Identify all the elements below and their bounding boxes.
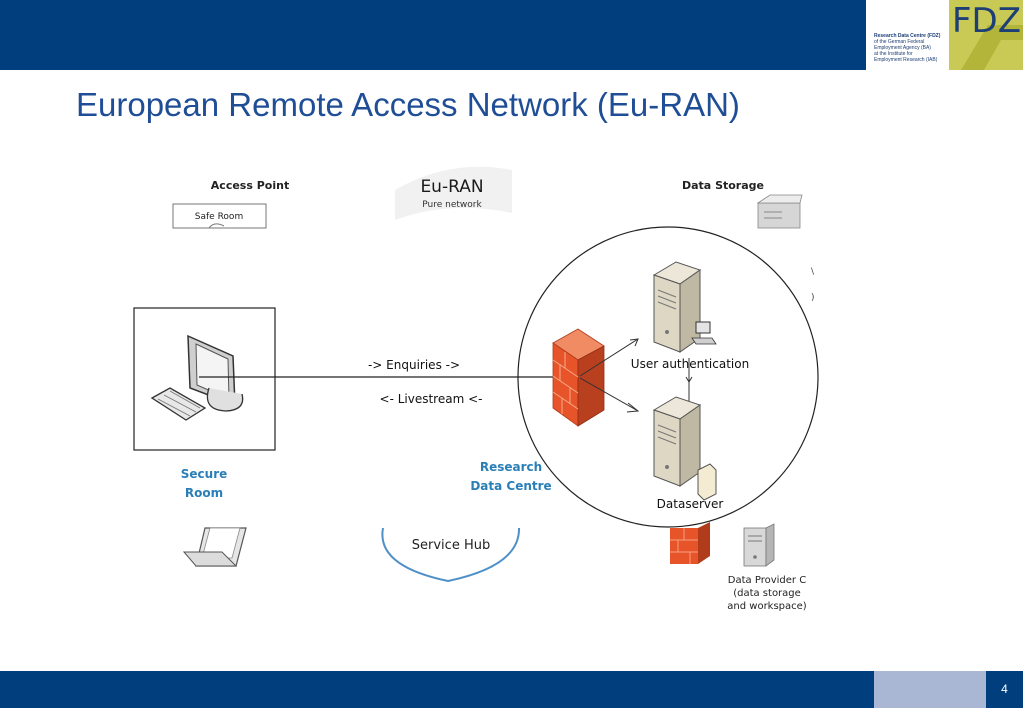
arrow-to-dataserver (579, 377, 639, 412)
auth-server-icon (652, 261, 717, 353)
secure-room-line-1: Secure (181, 467, 228, 481)
background-top-strip: Access Point Eu-RAN Pure network Data St… (172, 166, 803, 229)
enquiries-label: -> Enquiries -> (368, 358, 460, 372)
logo-line: Employment Research (IAB) (874, 57, 938, 63)
safe-room-label: Safe Room (195, 212, 243, 222)
fdz-logo-mark: FDZ (949, 0, 1023, 70)
livestream-label: <- Livestream <- (380, 392, 483, 406)
eu-ran-swoosh (395, 166, 512, 220)
provider-c-line-1: Data Provider C (728, 575, 806, 586)
provider-c-line-2: (data storage (733, 588, 801, 599)
fdz-logo-caption: Research Data Centre (FDZ) of the German… (874, 33, 970, 63)
pure-network-label: Pure network (422, 200, 482, 210)
arrow-head-dataserver (626, 402, 640, 413)
firewall-icon (552, 328, 605, 427)
user-authentication-label: User authentication (631, 357, 749, 371)
desktop-computer-icon (150, 334, 244, 421)
header-bar (0, 0, 866, 70)
dataserver-label: Dataserver (657, 497, 724, 511)
footer-accent (874, 671, 986, 708)
right-fragment-a: \ (811, 267, 815, 277)
fdz-logo: FDZ Research Data Centre (FDZ) of the Ge… (866, 0, 1023, 70)
provider-c-server-icon (743, 523, 775, 567)
fdz-logo-letters: FDZ (952, 1, 1021, 41)
safe-room-icon (208, 223, 225, 229)
eu-ran-label: Eu-RAN (420, 177, 483, 197)
service-hub-ellipse (381, 527, 521, 583)
background-bottom-strip: Service Hub Data Provider C (data storag… (182, 522, 807, 612)
background-diagram: Access Point Eu-RAN Pure network Data St… (172, 166, 815, 612)
research-dc-line-1: Research (480, 460, 542, 474)
page-number: 4 (986, 671, 1023, 708)
logo-line: at the Institute for (874, 51, 913, 57)
auth-terminal-icon (695, 321, 711, 334)
provider-firewall-icon (670, 522, 710, 564)
research-dc-line-2: Data Centre (470, 479, 551, 493)
overlay-diagram: -> Enquiries -> <- Livestream <- (133, 226, 819, 528)
data-storage-label: Data Storage (682, 179, 764, 192)
server-link-arrow (685, 376, 693, 383)
logo-line: Employment Agency (BA) (874, 45, 931, 51)
arrow-head-auth (629, 338, 639, 347)
secure-room-line-2: Room (185, 486, 223, 500)
data-file-icon (697, 463, 717, 501)
footer-bar (0, 671, 874, 708)
laptop-icon (182, 527, 247, 567)
logo-line: Research Data Centre (FDZ) (874, 33, 941, 39)
arrow-to-auth-server (579, 338, 639, 377)
access-point-label: Access Point (211, 179, 289, 192)
service-hub-label: Service Hub (412, 538, 490, 553)
dataserver-icon (652, 396, 717, 501)
logo-line: of the German Federal (874, 39, 925, 45)
right-fragment-b: ) (811, 293, 815, 303)
storage-server-icon (756, 194, 803, 229)
provider-c-line-3: and workspace) (727, 601, 807, 612)
slide-title: European Remote Access Network (Eu-RAN) (76, 86, 740, 123)
